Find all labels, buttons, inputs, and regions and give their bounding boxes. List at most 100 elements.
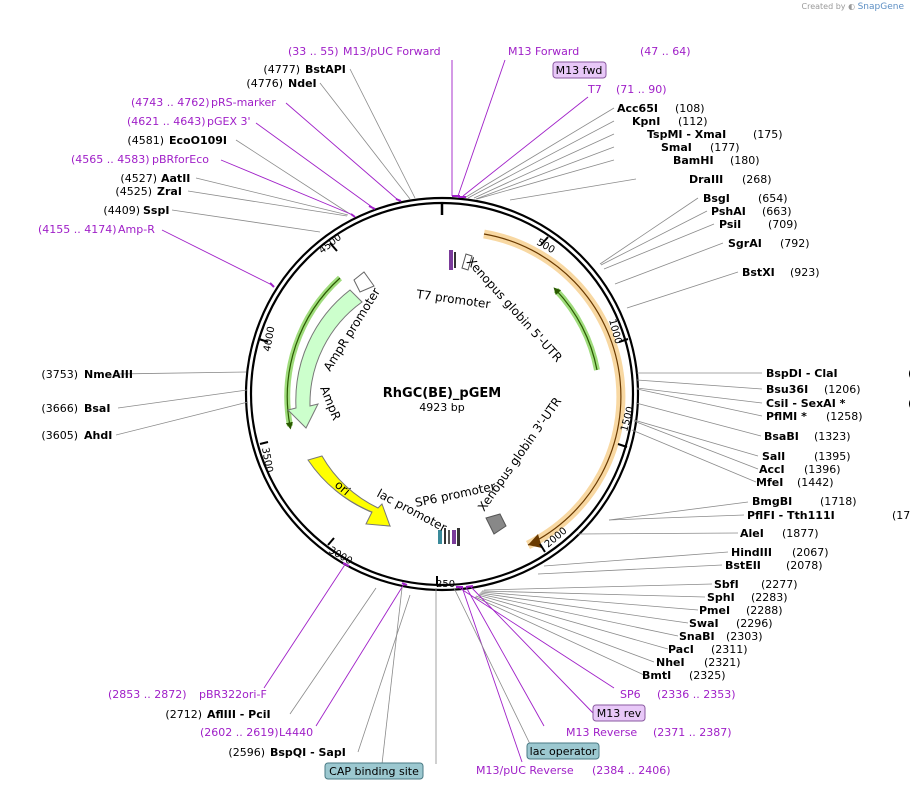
enzyme-name-bsteii: BstEII (725, 559, 761, 572)
enzyme-name-bstxi: BstXI (742, 266, 775, 279)
sp6-marker-dark (457, 528, 460, 546)
globin5-inner-arrow (553, 287, 598, 371)
primer-range: (4155 .. 4174) (38, 223, 117, 236)
primer-name-m13-reverse: M13 Reverse (566, 726, 637, 739)
enzyme-pos: (1396) (804, 463, 841, 476)
enzyme-name-aatii: AatII (161, 172, 190, 185)
enzyme-pos: (3666) (41, 402, 78, 415)
enzyme-pos: (1719) (892, 509, 910, 522)
enzyme-pos: (108) (675, 102, 705, 115)
feature-globin3: Xenopus globin 3'-UTR (475, 395, 564, 514)
enzyme-name-pflfi-tth111i: PflFI - Tth111I (747, 509, 835, 522)
enzyme-name-sali: SalI (762, 450, 785, 463)
enzyme-pos: (2596) (228, 746, 265, 759)
primer-name-sp6: SP6 (620, 688, 641, 701)
enzyme-pos: (663) (762, 205, 792, 218)
enzyme-pos: (1718) (820, 495, 857, 508)
enzyme-pos: (1257) (908, 397, 910, 410)
enzyme-pos: (2712) (165, 708, 202, 721)
primer-name-m13-puc-forward: M13/pUC Forward (343, 45, 441, 58)
enzyme-pos: (792) (780, 237, 810, 250)
plasmid-name: RhGC(BE)_pGEM (383, 386, 501, 401)
badge-m13rev[interactable]: M13 rev (597, 707, 642, 720)
enzyme-name-pmei: PmeI (699, 604, 730, 617)
enzyme-name-tspmi-xmai: TspMI - XmaI (647, 128, 726, 141)
enzyme-name-acci: AccI (759, 463, 785, 476)
enzyme-pos: (180) (730, 154, 760, 167)
enzyme-name-afliii-pcii: AflIII - PciI (207, 708, 271, 721)
enzyme-name-bstapi: BstAPI (305, 63, 346, 76)
t7-marker-dark (454, 252, 456, 268)
tick-label-3000: 3000 (327, 545, 355, 567)
primer-name-pbrforeco: pBRforEco (152, 153, 209, 166)
enzyme-name-sphi: SphI (707, 591, 735, 604)
enzyme-name-zrai: ZraI (157, 185, 182, 198)
enzyme-name-bspqi-sapi: BspQI - SapI (270, 746, 346, 759)
enzyme-pos: (2283) (751, 591, 788, 604)
enzyme-pos: (1258) (826, 410, 863, 423)
enzyme-pos: (177) (710, 141, 740, 154)
badge-cap-binding-site[interactable]: CAP binding site (329, 765, 419, 778)
enzyme-pos: (2277) (761, 578, 798, 591)
enzyme-name-bsabi: BsaBI (764, 430, 799, 443)
enzyme-name-acc65i: Acc65I (617, 102, 658, 115)
enzyme-pos: (1877) (782, 527, 819, 540)
enzyme-pos: (709) (768, 218, 798, 231)
enzyme-name-paci: PacI (668, 643, 694, 656)
enzyme-name-bsai: BsaI (84, 402, 110, 415)
primer-range: (47 .. 64) (640, 45, 691, 58)
enzyme-pos: (2296) (736, 617, 773, 630)
amp-outer-arrow (285, 277, 341, 430)
tick-label-4000: 4000 (262, 326, 277, 353)
lac-marker-blue (438, 530, 442, 544)
badge-lac-operator[interactable]: lac operator (530, 745, 597, 758)
sp6-marker-purple (452, 530, 456, 544)
snapgene-logo-icon: ◐ (848, 2, 856, 11)
badge-m13rev-bg (592, 704, 646, 722)
primer-name-l4440: L4440 (279, 726, 313, 739)
enzyme-name-psii: PsiI (719, 218, 741, 231)
enzyme-name-bspdi-clai: BspDI - ClaI (766, 367, 838, 380)
enzyme-name-ecoo109i: EcoO109I (169, 134, 227, 147)
enzyme-name-snabi: SnaBI (679, 630, 715, 643)
ampr-promoter-arrow (353, 271, 375, 293)
enzyme-pos: (4525) (115, 185, 152, 198)
primer-range: (2602 .. 2619) (200, 726, 279, 739)
enzyme-name-kpni: KpnI (632, 115, 660, 128)
enzyme-pos: (1168) (908, 367, 910, 380)
enzyme-name-bmti: BmtI (642, 669, 671, 682)
enzyme-pos: (4581) (127, 134, 164, 147)
enzyme-pos: (1442) (797, 476, 834, 489)
tick-label-3500: 3500 (259, 447, 274, 474)
enzyme-pos: (1395) (814, 450, 851, 463)
enzyme-name-ahdi: AhdI (84, 429, 112, 442)
globin-utr-arrowhead (528, 534, 542, 548)
feature-ampr: AmpR (317, 384, 343, 422)
enzyme-name-nhei: NheI (656, 656, 685, 669)
enzyme-pos: (268) (742, 173, 772, 186)
enzyme-name-pshai: PshAI (711, 205, 746, 218)
primer-name-m13-forward: M13 Forward (508, 45, 579, 58)
feature-t7-promoter: T7 promoter (415, 287, 492, 311)
enzyme-name-bsu36i: Bsu36I (766, 383, 808, 396)
enzyme-name-nmeaiii: NmeAIII (84, 368, 133, 381)
primer-name-t7: T7 (587, 83, 602, 96)
enzyme-name-bsgi: BsgI (703, 192, 730, 205)
enzyme-name-pflmi-: PflMI * (766, 410, 807, 423)
badge-m13fwd[interactable]: M13 fwd (556, 64, 603, 77)
enzyme-name-bmgbi: BmgBI (752, 495, 792, 508)
enzyme-name-smai: SmaI (661, 141, 692, 154)
enzyme-pos: (4777) (263, 63, 300, 76)
enzyme-pos: (2321) (704, 656, 741, 669)
primer-name-pgex-3-: pGEX 3' (207, 115, 251, 128)
enzyme-name-swai: SwaI (689, 617, 719, 630)
enzyme-pos: (654) (758, 192, 788, 205)
primer-name-m13-puc-reverse: M13/pUC Reverse (476, 764, 574, 777)
ampr-feature (287, 289, 363, 429)
primer-range: (4621 .. 4643) (127, 115, 206, 128)
globin3-arrow (485, 513, 507, 535)
enzyme-name-alei: AleI (740, 527, 764, 540)
primer-range: (2384 .. 2406) (592, 764, 671, 777)
globin-utr-arc (483, 229, 626, 550)
